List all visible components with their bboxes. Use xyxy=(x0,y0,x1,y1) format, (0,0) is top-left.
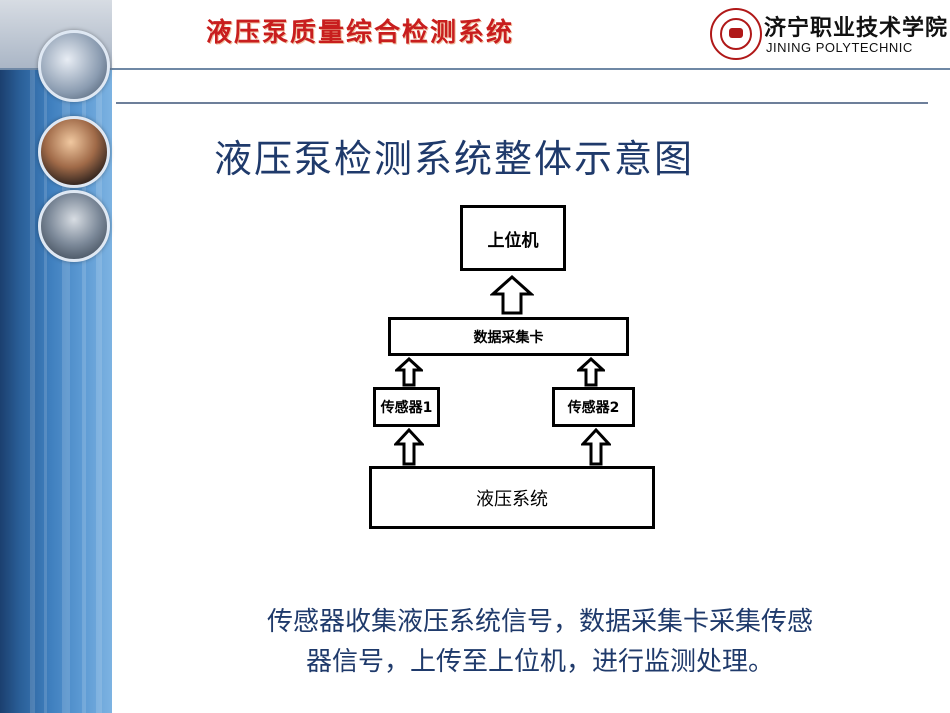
school-logo-chinese: 济宁职业技术学院 xyxy=(764,15,949,41)
slide-caption: 传感器收集液压系统信号，数据采集卡采集传感 器信号，上传至上位机，进行监测处理。 xyxy=(190,602,890,682)
decor-photo-circle-3 xyxy=(38,190,110,262)
sensor1-label: 传感器1 xyxy=(380,400,433,416)
arrow-up-icon-daq-to-host xyxy=(490,274,534,315)
caption-line-2: 器信号，上传至上位机，进行监测处理。 xyxy=(305,647,774,677)
arrow-up-icon-hyd-to-s1 xyxy=(394,428,424,466)
header-title: 液压泵质量综合检测系统 xyxy=(206,18,515,48)
diagram-box-host: 上位机 xyxy=(460,205,566,271)
left-decor-band xyxy=(0,0,112,713)
diagram-box-sensor1: 传感器1 xyxy=(373,387,440,427)
arrow-up-icon-hyd-to-s2 xyxy=(581,428,611,466)
header-bar xyxy=(112,0,950,70)
diagram-box-hydraulic: 液压系统 xyxy=(369,466,655,529)
sensor2-label: 传感器2 xyxy=(567,400,620,416)
diagram-box-daq: 数据采集卡 xyxy=(388,317,629,356)
arrow-up-icon-s2-to-daq xyxy=(577,357,605,387)
arrow-up-icon-s1-to-daq xyxy=(395,357,423,387)
school-logo-english: JINING POLYTECHNIC xyxy=(766,40,913,55)
host-label: 上位机 xyxy=(487,230,539,251)
hydraulic-label: 液压系统 xyxy=(476,488,548,510)
title-divider xyxy=(116,102,928,104)
decor-photo-circle-2 xyxy=(38,116,110,188)
school-seal-icon xyxy=(710,8,762,60)
caption-line-1: 传感器收集液压系统信号，数据采集卡采集传感 xyxy=(266,607,813,637)
diagram-box-sensor2: 传感器2 xyxy=(552,387,635,427)
slide-title: 液压泵检测系统整体示意图 xyxy=(214,137,695,181)
daq-label: 数据采集卡 xyxy=(473,329,544,346)
decor-photo-circle-1 xyxy=(38,30,110,102)
